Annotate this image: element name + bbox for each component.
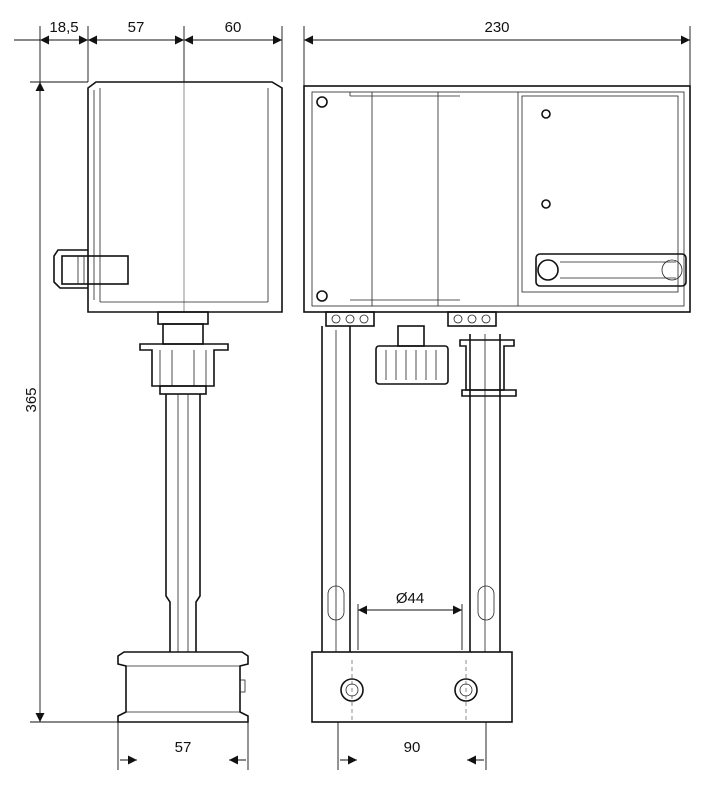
- front-rods: [321, 326, 517, 652]
- side-housing: [87, 81, 283, 313]
- dim-label-365: 365: [23, 387, 40, 412]
- front-base: [311, 651, 513, 723]
- dim-label-90: 90: [404, 739, 421, 756]
- dim-label-57-top: 57: [128, 19, 145, 36]
- dimension-lines: [14, 26, 691, 770]
- dim-label-18-5: 18,5: [49, 19, 78, 36]
- dim-label-60: 60: [225, 19, 242, 36]
- dim-label-diameter-44: Ø44: [396, 590, 424, 607]
- front-view: [303, 85, 691, 723]
- front-housing: [303, 85, 691, 313]
- side-shaft-assembly: [117, 311, 249, 723]
- dim-label-57-bottom: 57: [175, 739, 192, 756]
- side-clip: [53, 249, 129, 289]
- dim-label-230: 230: [484, 19, 509, 36]
- front-connectors: [325, 311, 497, 385]
- side-view: [53, 81, 283, 723]
